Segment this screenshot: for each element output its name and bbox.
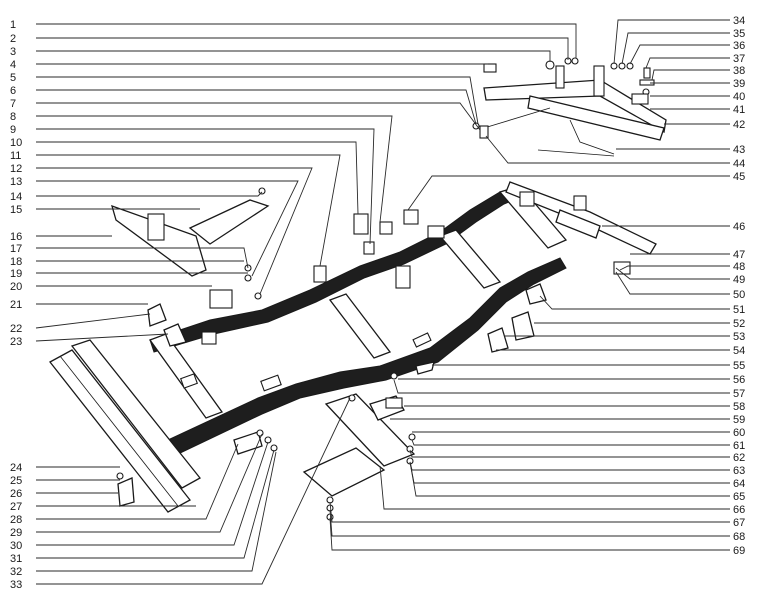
callout-numbers-right: 34 35 36 37 38 39 40 41 42 43 44 45 46 4… [733, 15, 745, 557]
mount-bracket-51 [525, 283, 547, 305]
callout-22: 22 [10, 323, 22, 335]
callout-42: 42 [733, 119, 745, 131]
callout-9: 9 [10, 124, 16, 136]
callout-33: 33 [10, 579, 22, 591]
callout-37: 37 [733, 53, 745, 65]
callout-52: 52 [733, 318, 745, 330]
callout-13: 13 [10, 176, 22, 188]
callout-27: 27 [10, 501, 22, 513]
callout-numbers-left: 1 2 3 4 5 6 7 8 9 10 11 12 13 14 15 16 1… [10, 19, 22, 591]
front-bumper-beam [49, 349, 191, 513]
callout-23: 23 [10, 336, 22, 348]
callout-32: 32 [10, 566, 22, 578]
chassis-frame [49, 181, 657, 513]
callout-55: 55 [733, 360, 745, 372]
callout-63: 63 [733, 465, 745, 477]
callout-60: 60 [733, 427, 745, 439]
callout-68: 68 [733, 531, 745, 543]
callout-59: 59 [733, 414, 745, 426]
callout-39: 39 [733, 78, 745, 90]
callout-36: 36 [733, 40, 745, 52]
callout-18: 18 [10, 256, 22, 268]
callout-54: 54 [733, 345, 745, 357]
right-side-member [167, 257, 567, 457]
callout-47: 47 [733, 249, 745, 261]
callout-26: 26 [10, 488, 22, 500]
callout-69: 69 [733, 545, 745, 557]
callout-51: 51 [733, 304, 745, 316]
callout-20: 20 [10, 281, 22, 293]
callout-17: 17 [10, 243, 22, 255]
callout-38: 38 [733, 65, 745, 77]
callout-11: 11 [10, 150, 21, 162]
callout-15: 15 [10, 204, 22, 216]
callout-21: 21 [10, 299, 22, 311]
callout-46: 46 [733, 221, 745, 233]
callout-67: 67 [733, 517, 745, 529]
callout-65: 65 [733, 491, 745, 503]
callout-10: 10 [10, 137, 22, 149]
crossmember-3 [438, 229, 502, 289]
loose-parts [111, 57, 667, 521]
callout-4: 4 [10, 59, 16, 71]
callout-1: 1 [10, 19, 16, 31]
callout-53: 53 [733, 331, 745, 343]
callout-12: 12 [10, 163, 22, 175]
callout-14: 14 [10, 191, 22, 203]
crossmember-1 [148, 333, 224, 419]
callout-57: 57 [733, 388, 745, 400]
callout-48: 48 [733, 261, 745, 273]
callout-41: 41 [733, 104, 745, 116]
callout-6: 6 [10, 85, 16, 97]
callout-34: 34 [733, 15, 745, 27]
callout-61: 61 [733, 440, 745, 452]
callout-43: 43 [733, 144, 745, 156]
callout-40: 40 [733, 91, 745, 103]
callout-2: 2 [10, 33, 16, 45]
callout-5: 5 [10, 72, 16, 84]
callout-44: 44 [733, 158, 745, 170]
callout-8: 8 [10, 111, 16, 123]
callout-19: 19 [10, 268, 22, 280]
front-crossmember [70, 339, 201, 489]
front-engine-mount [147, 303, 167, 327]
callout-24: 24 [10, 462, 22, 474]
callout-62: 62 [733, 452, 745, 464]
callout-16: 16 [10, 231, 22, 243]
shackle-bracket-26 [117, 477, 135, 507]
callout-66: 66 [733, 504, 745, 516]
leader-lines [35, 19, 730, 585]
callout-49: 49 [733, 274, 745, 286]
callout-50: 50 [733, 289, 745, 301]
callout-58: 58 [733, 401, 745, 413]
callout-7: 7 [10, 98, 16, 110]
callout-29: 29 [10, 527, 22, 539]
callout-30: 30 [10, 540, 22, 552]
callout-56: 56 [733, 374, 745, 386]
callout-35: 35 [733, 28, 745, 40]
callout-31: 31 [10, 553, 22, 565]
callout-28: 28 [10, 514, 22, 526]
callout-64: 64 [733, 478, 745, 490]
callout-3: 3 [10, 46, 16, 58]
callout-25: 25 [10, 475, 22, 487]
lower-bracket-plate [324, 393, 416, 467]
crossmember-2 [328, 293, 392, 359]
callout-45: 45 [733, 171, 745, 183]
